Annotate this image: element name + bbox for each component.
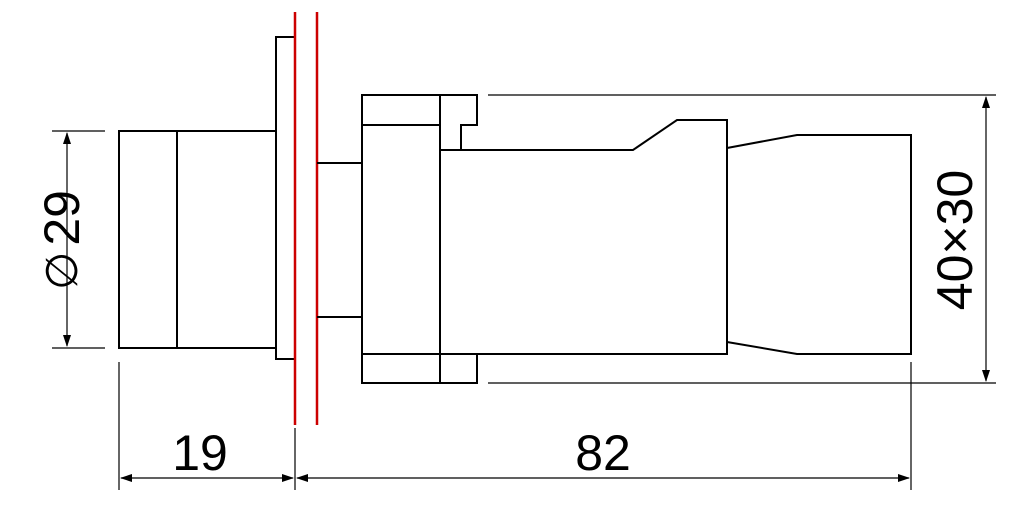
diameter-label: ∅ 29 — [34, 190, 90, 290]
mounting-stem — [317, 162, 362, 318]
lamp-holder — [726, 134, 912, 355]
front-length-label: 19 — [172, 425, 228, 481]
panel-lines — [293, 12, 319, 425]
dimension-lines — [63, 96, 990, 482]
rear-length-label: 82 — [575, 425, 631, 481]
extension-lines — [52, 94, 996, 490]
diameter-value: 29 — [34, 190, 90, 246]
bezel-flange — [275, 36, 296, 360]
button-head — [118, 130, 277, 349]
body-size-label: 40×30 — [927, 170, 983, 310]
diameter-symbol: ∅ — [38, 252, 87, 290]
contact-block — [440, 119, 728, 355]
svg-text:∅29: ∅ 29 — [34, 190, 90, 290]
mounting-adapter — [361, 94, 478, 384]
body-size-value: 40×30 — [927, 170, 983, 310]
